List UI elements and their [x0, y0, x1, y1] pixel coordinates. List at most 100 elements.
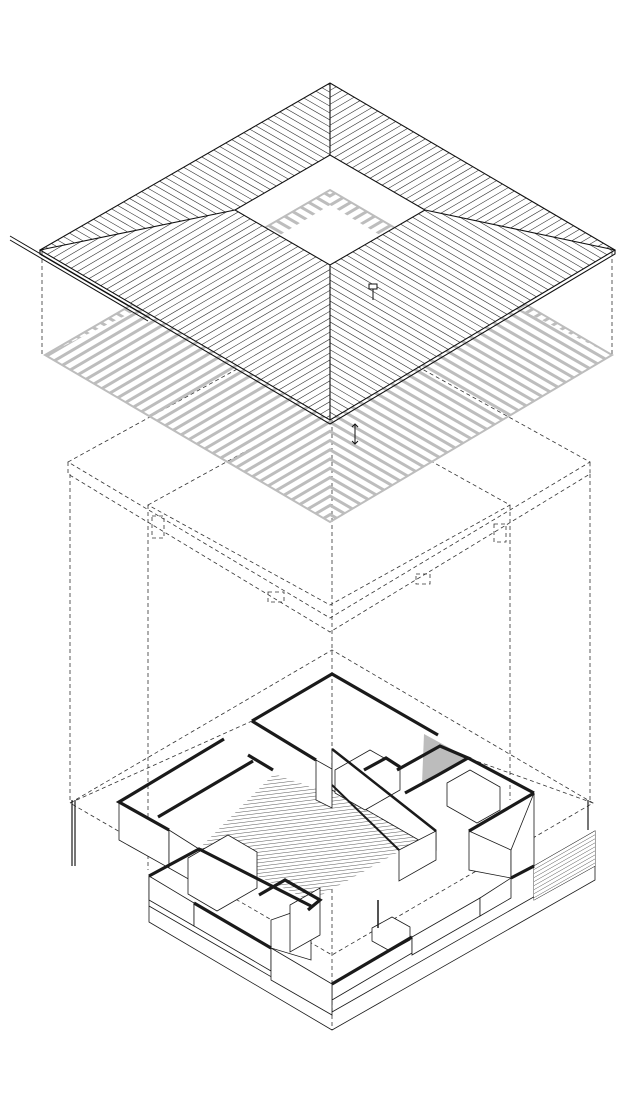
hatch-line [45, 262, 330, 522]
hatch-line [45, 411, 330, 522]
hatch-line [330, 372, 612, 522]
hatch-line [0, 384, 314, 713]
hatch-line [330, 210, 615, 420]
hatch-line [330, 449, 612, 522]
hatch-line [45, 262, 330, 522]
hatch-line [330, 210, 615, 420]
hatch-line [45, 262, 330, 522]
hatch-line [31, 646, 565, 710]
roof-overhang-edge [9, 239, 149, 322]
hatch-line [40, 210, 330, 420]
hatch-line [534, 831, 595, 900]
hatch-line [534, 831, 595, 900]
hatch-line [40, 83, 330, 250]
hatch-line [45, 262, 330, 522]
hatch-line [62, 0, 629, 44]
hatch-line [330, 210, 615, 417]
hatch-line [330, 210, 615, 420]
hatch-line [330, 262, 612, 522]
hatch-line [32, 653, 566, 717]
hatch-line [30, 0, 600, 65]
hatch-line [534, 831, 595, 900]
hatch-line [79, 1046, 613, 1100]
hatch-line [330, 262, 612, 522]
hatch-line [199, 826, 436, 892]
hatch-line [40, 210, 330, 420]
hatch-line [45, 262, 330, 522]
hatch-line [534, 831, 595, 900]
hatch-line [45, 262, 330, 522]
hatch-line [40, 83, 330, 107]
hatch-line [330, 83, 615, 96]
hatch-line [45, 262, 330, 522]
ceiling-marker [267, 591, 285, 603]
hatch-line [40, 83, 330, 250]
hatch-line [39, 709, 573, 773]
hatch-line [45, 262, 330, 522]
hatch-line [199, 837, 436, 901]
hatch-line [330, 210, 615, 420]
hatch-line [199, 809, 436, 874]
hatch-line [77, 1025, 611, 1089]
hatch-line [30, 636, 564, 700]
roof-support-marker [351, 423, 359, 445]
hatch-line [45, 262, 330, 522]
hatch-line [40, 83, 330, 250]
hatch-line [330, 210, 615, 420]
hatch-line [0, 391, 310, 720]
hatch-line [534, 888, 595, 900]
hatch-line [51, 432, 629, 794]
hatch-line [199, 774, 436, 836]
hatch-line [45, 262, 330, 522]
hatch-line [330, 384, 615, 420]
hatch-line [40, 210, 330, 420]
hatch-line [0, 426, 608, 784]
floor-dashed-inner [69, 720, 253, 804]
hatch-line [28, 618, 562, 682]
hatch-line [199, 774, 436, 826]
hatch-line [0, 364, 326, 693]
hatch-line [45, 262, 330, 522]
hatch-line [70, 966, 604, 1030]
hatch-line [330, 394, 615, 420]
hatch-line [32, 650, 566, 714]
hatch-line [330, 83, 615, 250]
hatch-line [45, 376, 330, 522]
hatch-line [47, 0, 627, 69]
hatch-line [40, 210, 330, 420]
roof-edges [38, 82, 617, 425]
hatch-line [40, 375, 330, 420]
hatch-line [199, 805, 436, 871]
hatch-line [534, 831, 595, 900]
hatch-line [40, 210, 330, 420]
hatch-line [82, 1067, 616, 1100]
hatch-line [80, 1049, 614, 1100]
hatch-line [330, 210, 615, 420]
ceiling-marker [493, 523, 507, 543]
hatch-line [37, 695, 571, 759]
hatch-line [40, 210, 330, 420]
hatch-line [77, 1028, 611, 1092]
hatch-line [40, 385, 330, 420]
hatch-line [79, 1042, 613, 1100]
hatch-line [330, 83, 615, 250]
hatch-line [18, 538, 552, 602]
hatch-line [70, 969, 604, 1033]
hatch-line [330, 262, 612, 522]
hatch-line [26, 598, 560, 662]
hatch-line [62, 903, 596, 967]
hatch-line [25, 594, 559, 658]
hatch-line [330, 262, 612, 522]
hatch-line [19, 545, 553, 609]
hatch-line [40, 411, 330, 420]
hatch-line [23, 577, 557, 641]
hatch-line [330, 83, 615, 250]
hatch-line [199, 847, 436, 901]
hatch-line [36, 0, 606, 75]
hatch-line [330, 83, 615, 91]
hatch-line [40, 83, 330, 101]
hatch-line [534, 891, 595, 900]
hatch-line [45, 348, 330, 355]
hatch-line [40, 210, 330, 420]
hatch-line [330, 262, 612, 502]
